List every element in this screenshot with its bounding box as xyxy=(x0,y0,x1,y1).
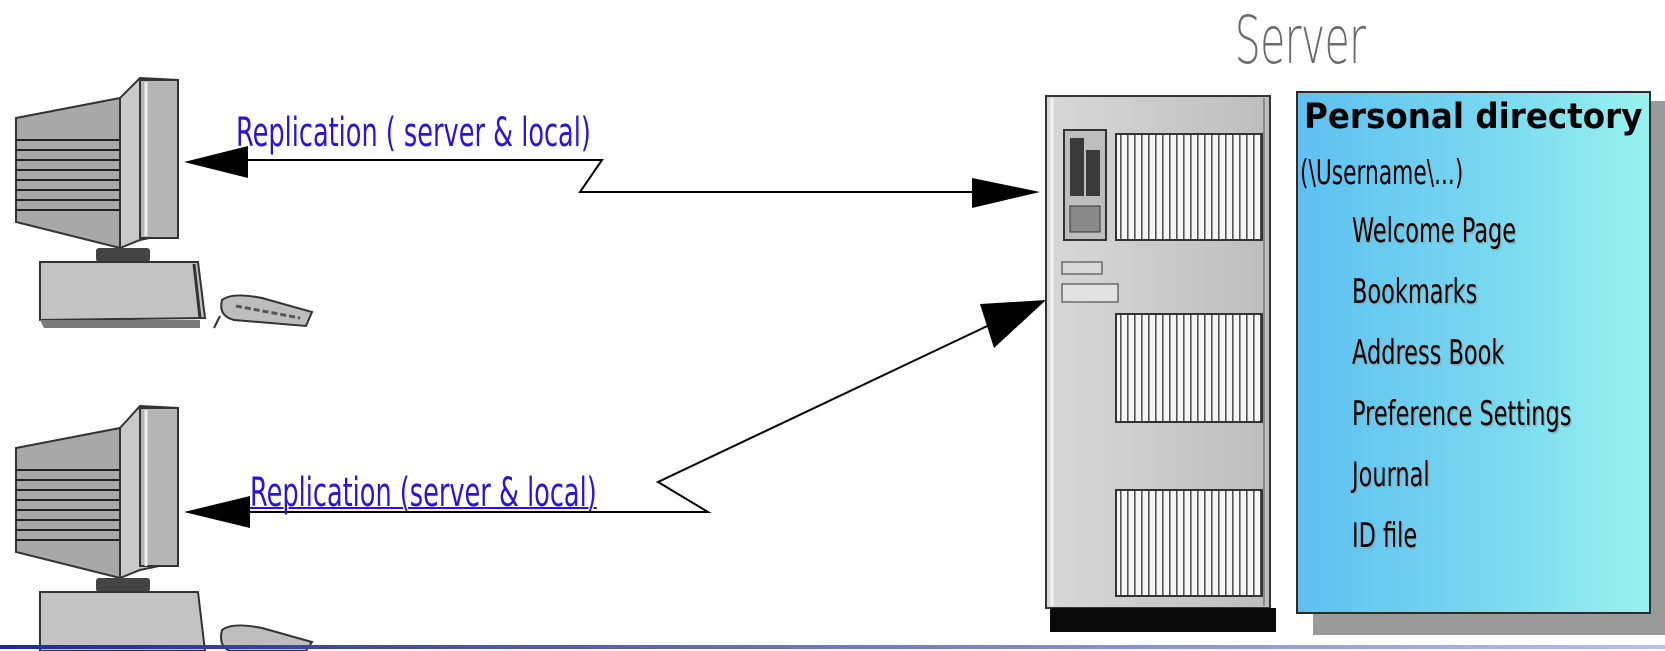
replication-arrow-top xyxy=(184,146,1040,208)
directory-item: ID file xyxy=(1352,516,1418,556)
bottom-divider xyxy=(0,645,1665,649)
server-title: Server xyxy=(1234,2,1366,79)
directory-item: Journal xyxy=(1352,455,1430,495)
workstation-bottom-icon xyxy=(15,404,314,651)
server-tower-icon xyxy=(1045,95,1276,632)
replication-arrow-bottom xyxy=(184,300,1046,528)
replication-label-top[interactable]: Replication ( server & local) xyxy=(236,110,591,156)
personal-directory-panel: Personal directory (\Username\...) Welco… xyxy=(1296,91,1651,614)
panel-path: (\Username\...) xyxy=(1300,153,1464,193)
directory-item-list: Welcome Page Bookmarks Address Book Pref… xyxy=(1352,211,1665,577)
directory-item: Preference Settings xyxy=(1352,394,1572,434)
panel-heading: Personal directory xyxy=(1304,97,1643,137)
directory-item: Bookmarks xyxy=(1352,272,1478,312)
directory-item: Address Book xyxy=(1352,333,1505,373)
replication-label-bottom[interactable]: Replication (server & local) xyxy=(250,470,597,516)
directory-item: Welcome Page xyxy=(1352,211,1517,251)
workstation-top-icon xyxy=(15,76,314,329)
